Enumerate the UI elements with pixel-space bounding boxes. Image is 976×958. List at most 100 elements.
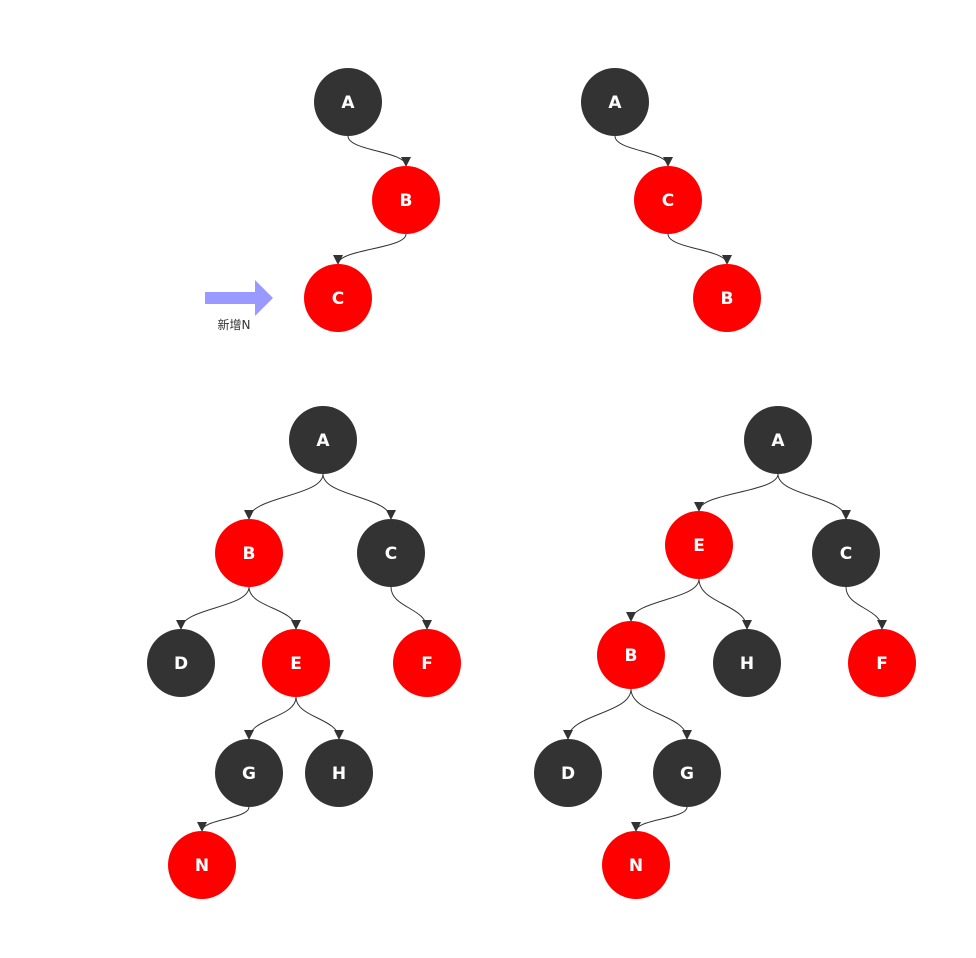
node-label: G [242, 764, 256, 784]
tree-1-node-c: C [304, 264, 372, 332]
tree-4-node-a: A [744, 406, 812, 474]
tree-3-node-f: F [393, 629, 461, 697]
red-node-circle [665, 511, 733, 579]
edge-a-c [614, 135, 673, 167]
black-node-circle [653, 739, 721, 807]
tree-3-node-b: B [215, 519, 283, 587]
red-node-circle [597, 621, 665, 689]
insert-callout-label: 新增N [218, 317, 251, 332]
red-node-circle [168, 831, 236, 899]
tree-3-node-a: A [289, 406, 357, 474]
node-label: F [421, 654, 433, 674]
tree-1: A B C [304, 68, 440, 332]
tree-1-node-b: B [372, 166, 440, 234]
tree-1-node-a: A [314, 68, 382, 136]
tree-2: A C B [581, 68, 761, 332]
red-node-circle [848, 629, 916, 697]
tree-2-edges [614, 135, 732, 265]
black-node-circle [289, 406, 357, 474]
red-node-circle [602, 831, 670, 899]
edge-b-c [333, 233, 407, 265]
tree-4-node-f: F [848, 629, 916, 697]
edge-e-b [626, 578, 700, 622]
black-node-circle [305, 739, 373, 807]
tree-2-node-b: B [693, 264, 761, 332]
black-node-circle [713, 629, 781, 697]
red-node-circle [262, 629, 330, 697]
node-label: G [680, 764, 694, 784]
edge-a-b [347, 135, 411, 167]
red-node-circle [215, 519, 283, 587]
node-label: A [608, 93, 622, 113]
red-node-circle [634, 166, 702, 234]
node-label: A [341, 93, 355, 113]
node-label: N [629, 856, 643, 876]
arrow-right-icon [205, 280, 273, 316]
black-node-circle [314, 68, 382, 136]
red-node-circle [393, 629, 461, 697]
insert-callout: 新增N [205, 280, 273, 332]
node-label: C [332, 289, 344, 309]
edge-e-h [698, 578, 752, 630]
node-label: B [625, 646, 638, 666]
node-label: D [174, 654, 188, 674]
node-label: C [662, 191, 674, 211]
edge-c-f [845, 586, 887, 630]
tree-3-node-g: G [215, 739, 283, 807]
tree-4-node-d: D [534, 739, 602, 807]
tree-3-node-e: E [262, 629, 330, 697]
black-node-circle [357, 519, 425, 587]
tree-3-node-d: D [147, 629, 215, 697]
edge-a-e [694, 473, 779, 512]
edge-a-c [777, 473, 851, 520]
node-label: D [561, 764, 575, 784]
edge-b-e [248, 586, 301, 630]
tree-3-edges [176, 473, 432, 832]
tree-3-node-c: C [357, 519, 425, 587]
tree-4-node-b: B [597, 621, 665, 689]
edge-a-b [244, 473, 324, 520]
tree-4-node-e: E [665, 511, 733, 579]
node-label: H [740, 654, 754, 674]
black-node-circle [215, 739, 283, 807]
node-label: C [840, 544, 852, 564]
edge-b-d [176, 586, 250, 630]
node-label: E [290, 654, 302, 674]
red-node-circle [693, 264, 761, 332]
tree-4-node-c: C [812, 519, 880, 587]
edge-e-g [244, 696, 297, 740]
tree-3-node-h: H [305, 739, 373, 807]
tree-2-node-c: C [634, 166, 702, 234]
node-label: E [693, 536, 705, 556]
tree-4: A E C B H F D G N [534, 406, 916, 899]
black-node-circle [744, 406, 812, 474]
node-label: B [721, 289, 734, 309]
tree-4-node-n: N [602, 831, 670, 899]
edge-g-n [631, 806, 688, 832]
black-node-circle [581, 68, 649, 136]
tree-4-node-g: G [653, 739, 721, 807]
node-label: F [876, 654, 888, 674]
black-node-circle [812, 519, 880, 587]
tree-3-node-n: N [168, 831, 236, 899]
edge-e-h [295, 696, 344, 740]
tree-3: A B C D E F G H N [147, 406, 461, 899]
red-node-circle [304, 264, 372, 332]
node-label: N [195, 856, 209, 876]
node-label: C [385, 544, 397, 564]
node-label: A [316, 431, 330, 451]
node-label: B [243, 544, 256, 564]
node-label: B [400, 191, 413, 211]
edge-a-c [322, 473, 396, 520]
edge-c-b [667, 233, 732, 265]
tree-1-edges [333, 135, 411, 265]
tree-4-edges [563, 473, 887, 832]
edge-c-f [390, 586, 432, 630]
edge-b-d [563, 688, 632, 740]
black-node-circle [147, 629, 215, 697]
tree-4-node-h: H [713, 629, 781, 697]
edge-g-n [197, 806, 250, 832]
red-node-circle [372, 166, 440, 234]
edge-b-g [630, 688, 692, 740]
